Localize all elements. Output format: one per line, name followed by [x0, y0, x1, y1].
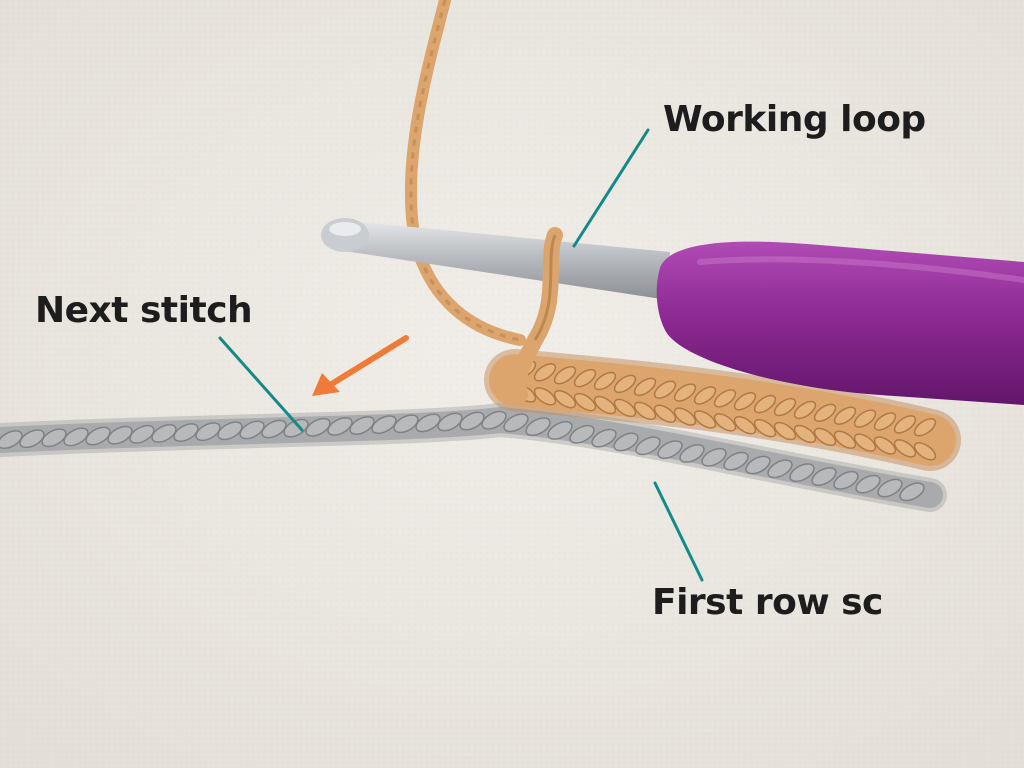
gray-stitch [437, 412, 463, 432]
first-row-sc-label: First row sc [652, 582, 883, 623]
tan-stitch [673, 383, 697, 402]
gray-stitch [459, 411, 485, 431]
tan-stitch [733, 392, 757, 411]
tan-stitch [533, 363, 557, 382]
tan-stitch [593, 371, 617, 391]
gray-stitch [833, 470, 859, 490]
gray-stitch [591, 428, 617, 448]
tan-stitch [833, 406, 857, 425]
tan-stitch [833, 430, 857, 449]
gray-stitch [723, 451, 749, 471]
gray-stitch [613, 432, 639, 452]
tan-stitch [813, 403, 837, 423]
gray-stitch [195, 422, 221, 442]
gray-stitch [767, 459, 793, 479]
leader-line-working-loop [572, 128, 650, 248]
gray-stitch [239, 420, 265, 440]
gray-stitch [41, 428, 67, 448]
gray-stitch [85, 426, 111, 446]
tan-stitch [573, 392, 597, 412]
tan-stitch [593, 395, 617, 415]
tan-stitch [773, 397, 797, 417]
tan-stitch [753, 394, 777, 414]
hook-handle [656, 241, 1024, 405]
tan-stitch [613, 374, 637, 394]
gray-stitch [877, 478, 903, 498]
tan-stitch [533, 387, 557, 406]
gray-stitch [745, 455, 771, 475]
tan-stitch [633, 401, 657, 421]
gray-stitch [657, 440, 683, 460]
tan-stitch [553, 390, 577, 409]
gray-stitch [701, 447, 727, 467]
gray-stitch [217, 421, 243, 441]
gray-stitch [393, 414, 419, 434]
leader-line-next-stitch [218, 336, 304, 432]
gray-stitch [305, 417, 331, 437]
gray-stitch [635, 436, 661, 456]
gray-stitch [415, 413, 441, 433]
arrow-icon [312, 335, 409, 396]
gray-stitch [371, 415, 397, 435]
gray-stitch [789, 463, 815, 483]
tan-stitch [653, 380, 677, 399]
tan-stitch [613, 398, 637, 418]
gray-stitch [173, 423, 199, 442]
tan-stitch [793, 424, 817, 444]
tan-stitch [633, 377, 657, 397]
tan-stitch [853, 409, 877, 428]
gray-stitch [855, 474, 881, 494]
leader-line-first-row [653, 481, 704, 582]
tan-stitch [553, 366, 577, 385]
gray-stitch [569, 424, 595, 444]
tan-stitch [913, 418, 937, 437]
gray-stitch [679, 444, 705, 463]
gray-stitch [63, 427, 89, 447]
gray-stitch [261, 419, 287, 439]
tan-stitch [853, 433, 877, 452]
tan-stitch [873, 412, 897, 431]
tan-stitch [753, 418, 777, 438]
gray-stitch [547, 421, 573, 440]
gray-stitch [327, 416, 353, 436]
gray-stitch [107, 425, 133, 445]
tan-stitch [913, 442, 937, 461]
gray-stitch [19, 429, 45, 449]
crochet-hook [321, 218, 1024, 405]
gray-stitch [525, 417, 551, 437]
gray-stitch [349, 416, 375, 435]
tan-stitch [893, 439, 917, 458]
tan-stitch [733, 416, 757, 435]
tan-stitch [893, 415, 917, 434]
gray-stitch [481, 410, 507, 430]
tan-yarn-row [484, 349, 961, 471]
gray-stitch [283, 418, 309, 438]
gray-stitch [0, 430, 23, 450]
tan-stitch [773, 421, 797, 441]
gray-stitch [899, 482, 925, 502]
gray-stitch [129, 424, 155, 444]
tan-stitch [573, 368, 597, 388]
gray-stitch [811, 467, 837, 486]
gray-yarn-row [0, 402, 947, 512]
working-loop-label: Working loop [663, 99, 926, 140]
tan-stitch [793, 400, 817, 420]
tan-stitch [713, 389, 737, 408]
tan-stitch [873, 436, 897, 455]
tan-stitch [653, 404, 677, 423]
gray-stitch [503, 413, 529, 433]
tan-stitch [813, 427, 837, 447]
gray-stitch [151, 424, 177, 443]
tan-stitch [693, 386, 717, 405]
tan-stitch [693, 410, 717, 429]
tan-stitch [713, 413, 737, 432]
next-stitch-label: Next stitch [35, 290, 253, 331]
tan-stitch [673, 407, 697, 426]
